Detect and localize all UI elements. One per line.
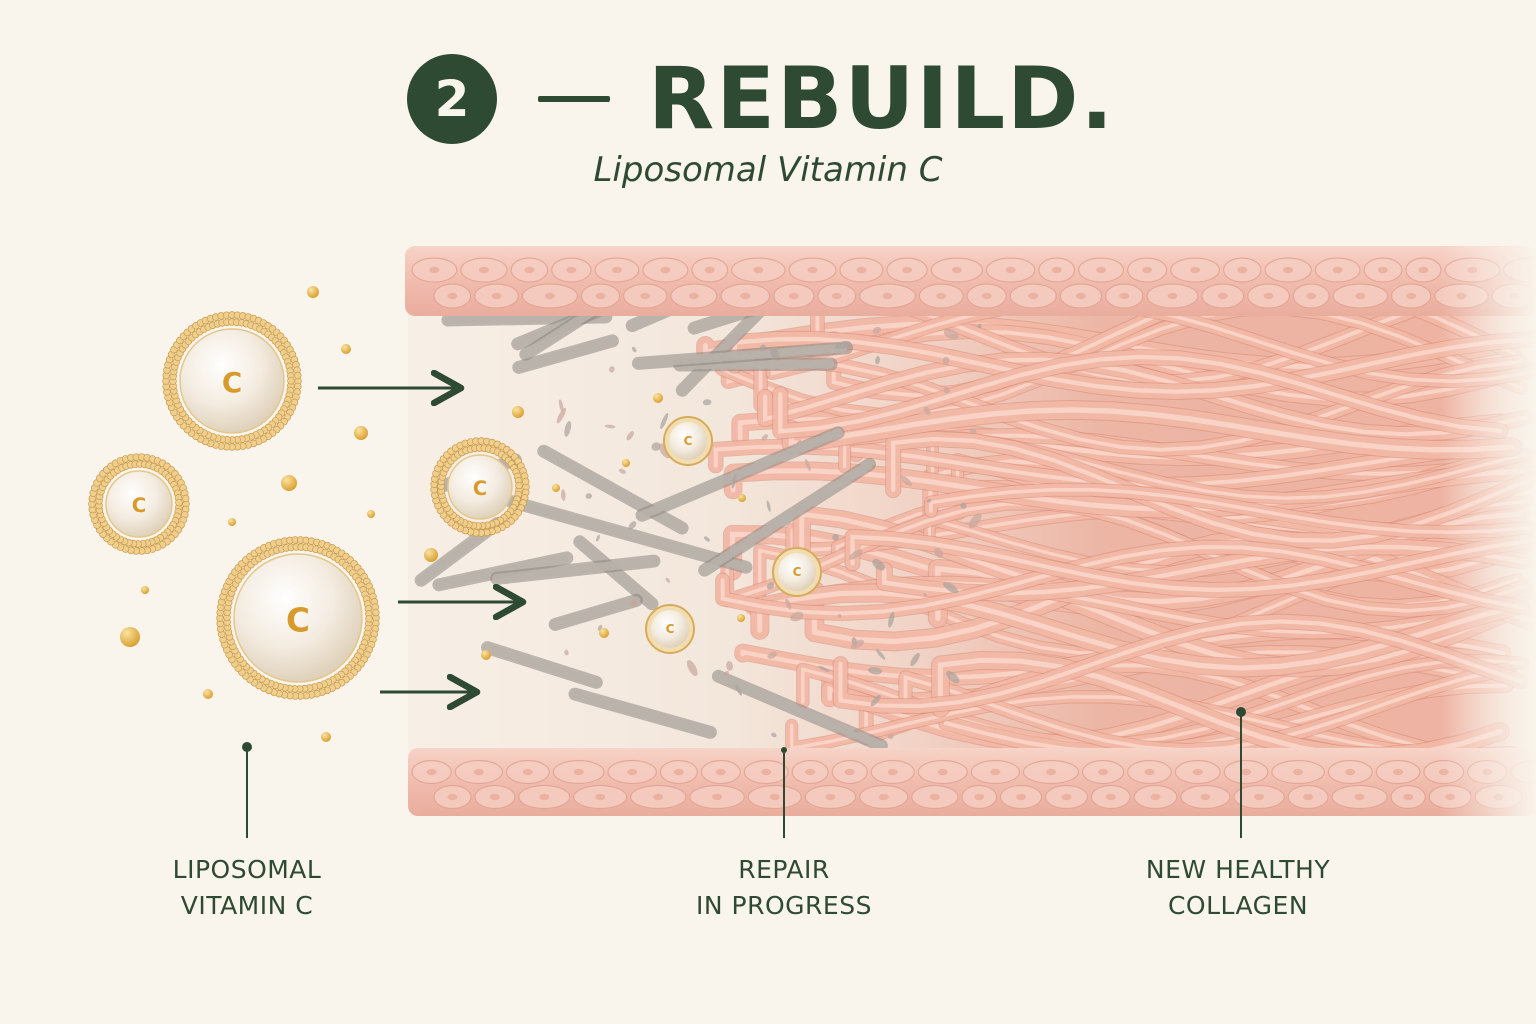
subtitle-text: Liposomal Vitamin C — [593, 150, 943, 190]
page-title: REBUILD. — [648, 49, 1116, 149]
vitamin-c-letter: C — [666, 622, 675, 636]
liposomes: C C C C C C C — [88, 311, 822, 700]
liposome: C — [88, 453, 190, 555]
vitamin-c-letter: C — [473, 477, 487, 500]
liposome: C — [772, 547, 822, 597]
label-liposomal-vitamin-c: LIPOSOMAL VITAMIN C — [142, 852, 352, 924]
header: 2 REBUILD. — [0, 40, 1536, 150]
label-line: LIPOSOMAL — [172, 855, 322, 884]
vitamin-particles — [120, 286, 746, 742]
step-number-badge: 2 — [407, 54, 497, 144]
vitamin-c-letter: C — [286, 601, 310, 639]
bottom-skin-layer — [408, 748, 1536, 816]
liposome: C — [645, 604, 695, 654]
liposome: C — [430, 437, 530, 537]
liposome: C — [216, 536, 380, 700]
label-line: REPAIR — [738, 855, 830, 884]
label-line: COLLAGEN — [1167, 891, 1309, 920]
label-repair-in-progress: REPAIR IN PROGRESS — [674, 852, 894, 924]
delivery-arrows — [318, 388, 520, 692]
vitamin-c-letter: C — [132, 494, 146, 517]
label-new-healthy-collagen: NEW HEALTHY COLLAGEN — [1118, 852, 1358, 924]
right-edge-fade — [1440, 230, 1536, 830]
label-line: VITAMIN C — [180, 891, 314, 920]
vitamin-c-letter: C — [222, 366, 242, 399]
callout-lines — [242, 707, 1246, 838]
vitamin-c-letter: C — [684, 434, 693, 448]
page-subtitle: Liposomal Vitamin C — [0, 150, 1536, 190]
liposome: C — [162, 311, 302, 451]
liposome: C — [663, 416, 713, 466]
label-line: NEW HEALTHY — [1145, 855, 1331, 884]
top-skin-layer — [405, 246, 1536, 316]
label-line: IN PROGRESS — [696, 891, 872, 920]
vitamin-c-letter: C — [793, 565, 802, 579]
title-dash — [538, 96, 610, 102]
